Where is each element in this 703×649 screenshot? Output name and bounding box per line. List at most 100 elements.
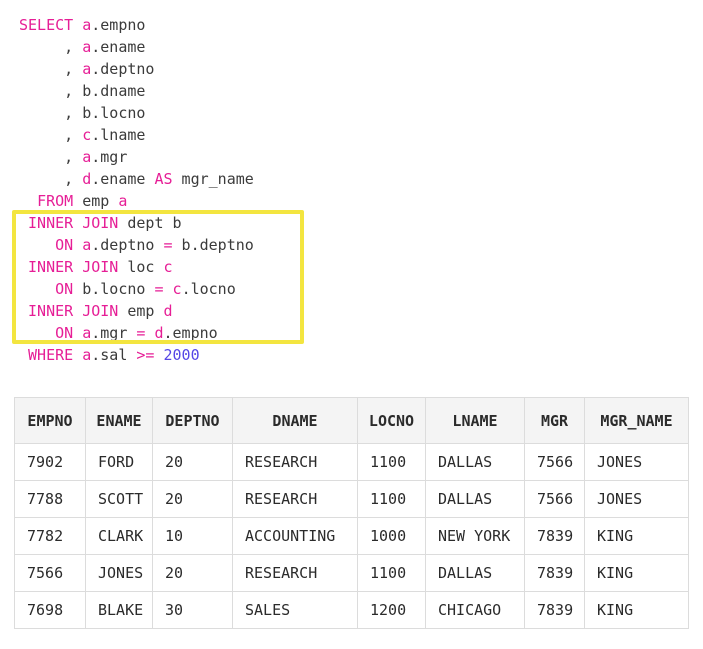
sql-text-token — [73, 346, 82, 364]
sql-keyword-token: a — [118, 192, 128, 210]
table-cell-mgr_name: KING — [584, 591, 689, 629]
sql-text-token — [164, 280, 173, 298]
sql-code-line-12: INNER JOIN loc c — [0, 256, 254, 278]
sql-keyword-token: INNER JOIN — [28, 214, 119, 232]
table-cell-dname: RESEARCH — [232, 480, 358, 518]
table-cell-dname: RESEARCH — [232, 443, 358, 481]
table-cell-locno: 1200 — [357, 591, 426, 629]
sql-text-token: , — [19, 38, 83, 56]
table-cell-ename: CLARK — [85, 517, 153, 555]
sql-text-token: , — [19, 170, 83, 188]
column-header-locno: LOCNO — [357, 397, 426, 444]
column-header-ename: ENAME — [85, 397, 153, 444]
table-cell-deptno: 10 — [152, 517, 233, 555]
sql-text-token: .mgr — [91, 324, 137, 342]
sql-text-token: b.locno — [73, 280, 155, 298]
table-cell-mgr_name: KING — [584, 517, 689, 555]
table-cell-locno: 1000 — [357, 517, 426, 555]
sql-keyword-token: AS — [154, 170, 173, 188]
table-cell-empno: 7902 — [14, 443, 86, 481]
table-cell-deptno: 20 — [152, 480, 233, 518]
table-cell-empno: 7788 — [14, 480, 86, 518]
sql-keyword-token: c — [163, 258, 173, 276]
table-cell-mgr_name: JONES — [584, 443, 689, 481]
sql-text-token: , — [19, 60, 83, 78]
sql-keyword-token: = — [163, 236, 173, 254]
sql-keyword-token: ON — [55, 324, 74, 342]
table-cell-lname: DALLAS — [425, 443, 525, 481]
sql-keyword-token: c — [82, 126, 92, 144]
table-cell-deptno: 20 — [152, 554, 233, 592]
sql-number-token: 2000 — [163, 346, 200, 364]
sql-keyword-token: c — [172, 280, 182, 298]
table-cell-ename: JONES — [85, 554, 153, 592]
sql-text-token: .locno — [181, 280, 236, 298]
sql-code-line-2: , a.ename — [0, 36, 254, 58]
table-cell-ename: BLAKE — [85, 591, 153, 629]
table-cell-empno: 7566 — [14, 554, 86, 592]
sql-text-token: , b.dname — [19, 82, 146, 100]
sql-keyword-token: ON — [55, 280, 74, 298]
column-header-deptno: DEPTNO — [152, 397, 233, 444]
table-cell-lname: CHICAGO — [425, 591, 525, 629]
sql-keyword-token: INNER JOIN — [28, 258, 119, 276]
sql-keyword-token: INNER JOIN — [28, 302, 119, 320]
sql-text-token — [19, 346, 28, 364]
sql-text-token: loc — [118, 258, 164, 276]
sql-text-token — [19, 280, 55, 298]
sql-keyword-token: SELECT — [19, 16, 74, 34]
sql-code-block: SELECT a.empno , a.ename , a.deptno , b.… — [0, 14, 254, 366]
sql-text-token: .ename — [91, 38, 146, 56]
sql-text-token: .sal — [91, 346, 137, 364]
sql-text-token — [19, 302, 28, 320]
sql-text-token: emp — [118, 302, 164, 320]
table-cell-locno: 1100 — [357, 480, 426, 518]
sql-code-line-14: INNER JOIN emp d — [0, 300, 254, 322]
sql-code-line-16: WHERE a.sal >= 2000 — [0, 344, 254, 366]
sql-keyword-token: = — [154, 280, 164, 298]
table-cell-lname: DALLAS — [425, 480, 525, 518]
sql-text-token: .ename — [91, 170, 155, 188]
table-cell-empno: 7782 — [14, 517, 86, 555]
sql-keyword-token: >= — [136, 346, 155, 364]
table-cell-deptno: 20 — [152, 443, 233, 481]
sql-code-line-8: , d.ename AS mgr_name — [0, 168, 254, 190]
sql-text-token — [154, 346, 163, 364]
table-cell-mgr: 7839 — [524, 554, 585, 592]
sql-text-token: , — [19, 148, 83, 166]
sql-code-line-3: , a.deptno — [0, 58, 254, 80]
sql-keyword-token: a — [82, 236, 92, 254]
table-cell-ename: SCOTT — [85, 480, 153, 518]
sql-keyword-token: a — [82, 16, 92, 34]
sql-text-token: .empno — [163, 324, 218, 342]
table-cell-locno: 1100 — [357, 443, 426, 481]
column-header-mgr: MGR — [524, 397, 585, 444]
table-cell-dname: SALES — [232, 591, 358, 629]
sql-keyword-token: d — [82, 170, 92, 188]
sql-keyword-token: d — [163, 302, 173, 320]
sql-keyword-token: a — [82, 346, 92, 364]
sql-text-token — [19, 324, 55, 342]
sql-text-token: .lname — [91, 126, 146, 144]
sql-keyword-token: FROM — [37, 192, 74, 210]
column-header-lname: LNAME — [425, 397, 525, 444]
sql-text-token: .empno — [91, 16, 146, 34]
table-cell-locno: 1100 — [357, 554, 426, 592]
sql-keyword-token: ON — [55, 236, 74, 254]
sql-text-token: .deptno — [91, 236, 164, 254]
sql-code-line-13: ON b.locno = c.locno — [0, 278, 254, 300]
table-cell-mgr_name: JONES — [584, 480, 689, 518]
table-cell-empno: 7698 — [14, 591, 86, 629]
sql-code-line-9: FROM emp a — [0, 190, 254, 212]
sql-keyword-token: d — [154, 324, 164, 342]
sql-keyword-token: = — [136, 324, 146, 342]
column-header-mgr_name: MGR_NAME — [584, 397, 689, 444]
sql-text-token: mgr_name — [172, 170, 254, 188]
sql-text-token: , b.locno — [19, 104, 146, 122]
sql-text-token: b.deptno — [172, 236, 254, 254]
sql-keyword-token: a — [82, 148, 92, 166]
